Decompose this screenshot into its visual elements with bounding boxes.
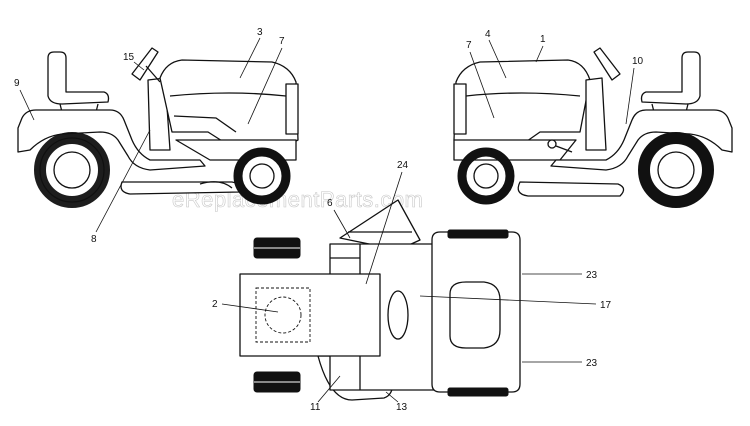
callout-7-right: 7 [466,40,472,51]
mower-deck-right [517,181,625,197]
callout-7-left: 7 [279,36,285,47]
callout-2: 2 [212,299,218,310]
callout-15: 15 [123,52,135,63]
steering-column-top [387,290,409,340]
right-callouts: 4 1 7 10 [466,29,644,125]
tractor-top-view [239,199,521,401]
callout-6: 6 [327,198,333,209]
seat [47,51,110,105]
callout-24: 24 [397,160,409,171]
callout-8: 8 [91,234,97,245]
callout-4: 4 [485,29,491,40]
front-wheel-right [457,147,515,205]
rear-body-right [550,109,733,171]
rear-wheel-top-upper [447,229,509,239]
callout-9: 9 [14,78,20,89]
top-callouts: 24 6 2 17 23 23 11 13 [212,160,612,413]
callout-3: 3 [257,27,263,38]
rear-wheel-top-lower [447,387,509,397]
rear-wheel-right [638,132,714,208]
hood [159,59,299,147]
callout-1: 1 [540,34,546,45]
steering-wheel [131,47,159,81]
callout-11: 11 [310,402,321,413]
seat-top-view [449,281,501,349]
callout-17: 17 [600,300,612,311]
decal-outline [255,287,311,343]
steering-wheel-right [593,47,621,81]
seat-right [640,51,701,105]
hood-right [453,59,591,147]
left-callouts: 3 7 15 9 8 [14,27,285,245]
callout-23-upper: 23 [586,270,598,281]
tractor-right-side-view [453,47,733,208]
callout-13: 13 [396,402,408,413]
tractor-left-side-view [17,47,299,208]
callout-10: 10 [632,56,644,67]
mower-deck [120,181,241,195]
callout-23-lower: 23 [586,358,598,369]
